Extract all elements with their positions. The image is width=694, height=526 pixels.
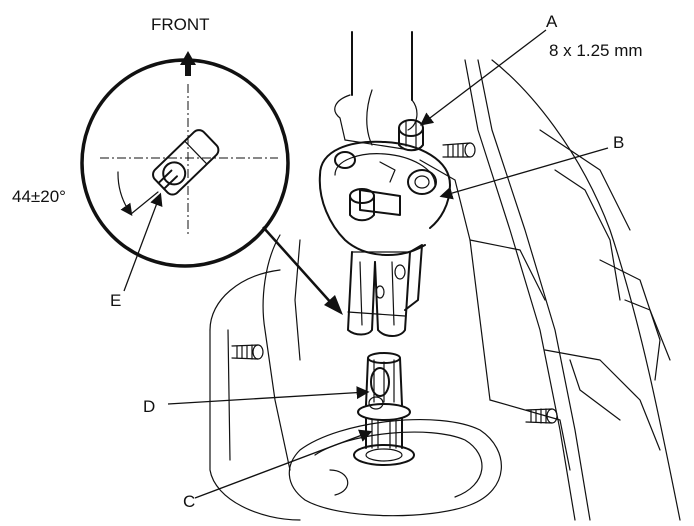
mount-stud-lower-right bbox=[525, 408, 558, 424]
mount-stud-upper-right bbox=[442, 142, 476, 158]
up-arrow-icon bbox=[180, 51, 196, 76]
label-d: D bbox=[143, 397, 155, 416]
label-e: E bbox=[110, 291, 121, 310]
diagonal-arrow-icon bbox=[262, 226, 343, 315]
label-c: C bbox=[183, 492, 195, 511]
joint-bolt-a bbox=[398, 119, 424, 152]
leader-lines bbox=[123, 29, 609, 499]
detail-circle bbox=[80, 58, 290, 268]
lower-yoke bbox=[347, 244, 423, 337]
pinion-shaft bbox=[353, 352, 415, 466]
mount-stud-left bbox=[231, 344, 264, 360]
angle-label: 44±20° bbox=[12, 187, 66, 206]
steering-shaft bbox=[334, 31, 418, 151]
label-a: A bbox=[546, 12, 558, 31]
body-panel bbox=[209, 59, 681, 521]
detail-view bbox=[80, 51, 290, 268]
label-b: B bbox=[613, 133, 624, 152]
label-a-spec: 8 x 1.25 mm bbox=[549, 41, 643, 60]
front-label: FRONT bbox=[151, 15, 210, 34]
slotted-key-part bbox=[152, 129, 220, 196]
universal-joint bbox=[318, 140, 451, 256]
